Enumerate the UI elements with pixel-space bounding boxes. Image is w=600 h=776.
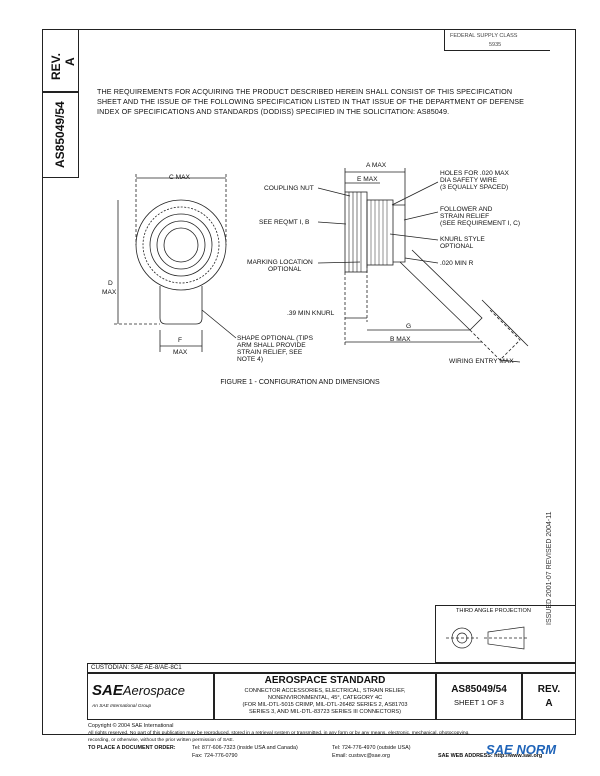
sae-logo: SAEAerospace <box>92 682 185 699</box>
custodian-text: CUSTODIAN: SAE AE-8/AE-8C1 <box>91 664 182 671</box>
side-view-body <box>366 199 394 266</box>
third-angle-projection-symbol <box>446 626 528 650</box>
title-cell <box>214 673 436 720</box>
footer-rights-2: recording, or otherwise, without the pri… <box>88 738 234 743</box>
label-follower-3: (SEE REQUIREMENT I, c) <box>440 220 521 227</box>
label-d: D <box>108 280 113 287</box>
label-shape-optional-4: NOTE 4) <box>237 356 264 363</box>
label-b-max: B MAX <box>390 336 411 343</box>
footer-email: Email: custsvc@sae.org <box>332 753 390 759</box>
footer-tel-1: Tel: 877-606-7323 (inside USA and Canada… <box>192 745 298 751</box>
label-f: F <box>178 337 183 344</box>
footer-tel-2: Tel: 724-776-4970 (outside USA) <box>332 745 411 751</box>
title-rev-label: REV. <box>537 684 561 695</box>
label-knurl-39: .39 MIN KNURL <box>287 310 335 317</box>
page-frame <box>42 29 576 735</box>
desc-line-2: NONENVIRONMENTAL, 45°, CATEGORY 4C <box>267 695 383 701</box>
sheet-number: SHEET 1 OF 3 <box>454 698 504 707</box>
label-follower-2: STRAIN RELIEF <box>440 213 490 220</box>
sae-tagline: An SAE International Group <box>92 704 152 709</box>
label-holes-1: HOLES FOR .020 MAX <box>440 170 509 177</box>
footer-web: SAE WEB ADDRESS: http://www.sae.org <box>438 753 543 759</box>
label-a-max: A MAX <box>366 162 387 169</box>
side-view-follower <box>393 204 406 263</box>
front-view-inner-ring <box>156 220 206 270</box>
footer-order-label: TO PLACE A DOCUMENT ORDER: <box>88 745 176 751</box>
figure-caption: FIGURE 1 - CONFIGURATION AND DIMENSIONS <box>220 379 380 386</box>
front-view-bore <box>163 227 199 263</box>
label-marking-location-2: OPTIONAL <box>268 266 302 273</box>
label-marking-location-1: MARKING LOCATION <box>247 259 313 266</box>
requirements-paragraph: The requirements for acquiring the produ… <box>97 87 525 116</box>
third-angle-box <box>435 605 576 663</box>
label-wiring-entry: WIRING ENTRY MAX <box>449 358 514 365</box>
label-holes-2: DIA SAFETY WIRE <box>440 177 498 184</box>
sae-logo-aero: Aerospace <box>122 683 185 698</box>
side-view-arm <box>399 249 483 331</box>
front-view-arm <box>159 286 203 325</box>
label-knurl-style-2: OPTIONAL <box>440 243 474 250</box>
label-f-max: MAX <box>173 349 188 356</box>
front-view-outer-circle <box>135 199 227 291</box>
desc-line-3: (FOR MIL-DTL-5015 CRIMP, MIL-DTL-26482 S… <box>242 702 408 708</box>
front-view-knurl-circle <box>142 206 220 284</box>
rev-side-box <box>42 29 79 92</box>
sae-norm-watermark: SAE NORM <box>486 742 557 757</box>
sae-logo-brand: SAE <box>92 682 123 699</box>
federal-class-line2: 5935 <box>489 42 502 48</box>
label-holes-3: (3 EQUALLY SPACED) <box>440 184 509 191</box>
standard-title: AEROSPACE STANDARD <box>264 675 386 686</box>
label-c-max: C MAX <box>169 174 190 181</box>
federal-class-line1: FEDERAL SUPPLY CLASS <box>450 33 518 39</box>
footer-copyright: Copyright © 2004 SAE International <box>88 723 174 729</box>
label-g: G <box>406 323 412 330</box>
title-doc-number: AS85049/54 <box>451 684 507 695</box>
doc-number-side-box <box>42 92 79 178</box>
label-r-020: .020 MIN R <box>440 260 474 267</box>
label-d-max: MAX <box>102 289 117 296</box>
rev-cell <box>522 673 576 720</box>
label-see-reqmt: SEE REQMT I, B <box>259 219 310 226</box>
label-e-max: E MAX <box>357 176 378 183</box>
side-view-coupling-nut <box>344 191 368 273</box>
label-shape-optional-1: SHAPE OPTIONAL (TIPS <box>237 335 313 342</box>
desc-line-1: CONNECTOR ACCESSORIES, ELECTRICAL, STRAI… <box>244 688 406 694</box>
title-rev-value: A <box>545 698 553 709</box>
label-shape-optional-2: ARM SHALL PROVIDE <box>237 342 306 349</box>
custodian-row <box>87 663 576 673</box>
label-knurl-style-1: KNURL STYLE <box>440 236 485 243</box>
footer-rights-1: All rights reserved. No part of this pub… <box>88 731 470 736</box>
desc-line-4: SERIES 3, AND MIL-DTL-83723 SERIES III C… <box>249 709 401 715</box>
label-coupling-nut: COUPLING NUT <box>264 185 314 192</box>
label-shape-optional-3: STRAIN RELIEF, SEE <box>237 349 303 356</box>
footer-fax: Fax: 724-776-0790 <box>192 753 238 759</box>
federal-class-box <box>444 29 550 51</box>
logo-cell <box>87 673 214 720</box>
doc-number-cell <box>436 673 522 720</box>
third-angle-label: THIRD ANGLE PROJECTION <box>456 608 531 614</box>
front-view-ring <box>149 213 213 277</box>
label-follower-1: FOLLOWER AND <box>440 206 493 213</box>
